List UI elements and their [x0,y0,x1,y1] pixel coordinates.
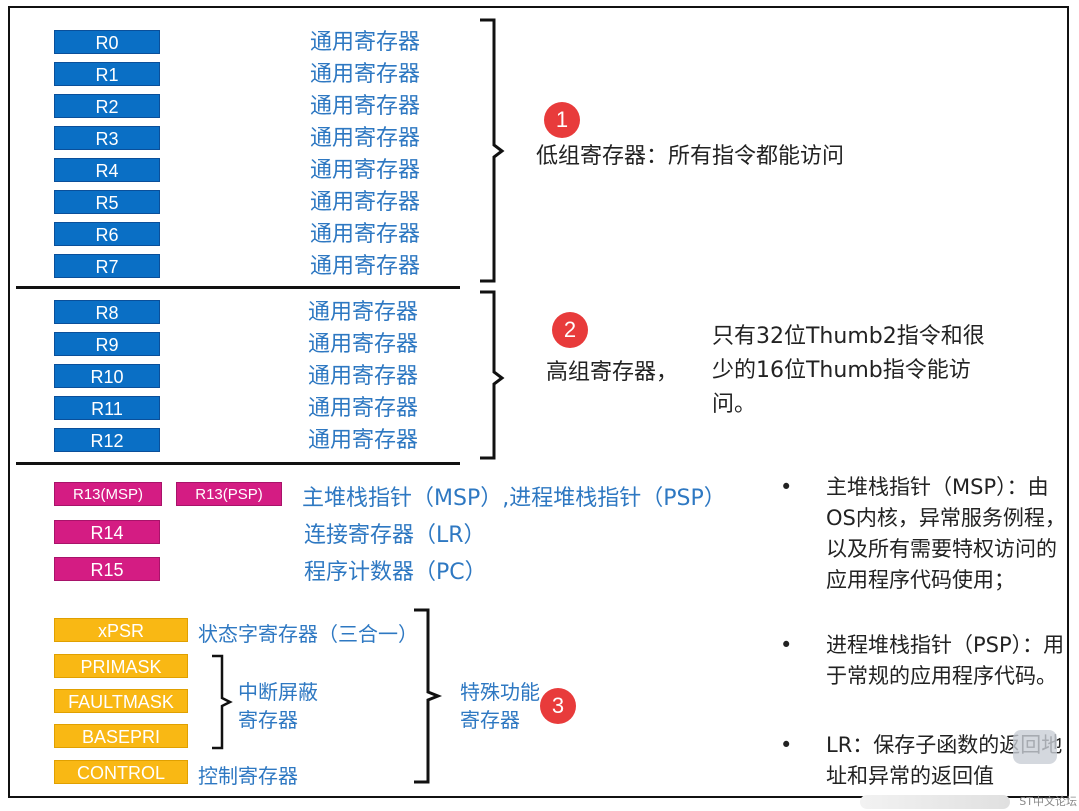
register-box-r0: R0 [54,30,160,54]
bullet-text-msp: 主堆栈指针（MSP）：由OS内核，异常服务例程，以及所有需要特权访问的应用程序代… [826,475,1066,592]
control-box: CONTROL [54,760,188,784]
register-label-r8: 通用寄存器 [308,300,419,325]
register-box-r6: R6 [54,222,160,246]
low-group-bracket [480,18,505,283]
register-box-r8: R8 [54,300,160,324]
register-label-r3: 通用寄存器 [310,126,421,151]
basepri-box: BASEPRI [54,724,188,748]
mask-description-2: 寄存器 [238,708,298,732]
bullet-dot: • [780,733,793,757]
low-group-summary: 低组寄存器：所有指令都能访问 [536,144,845,169]
register-box-r2: R2 [54,94,160,118]
register-label-r6: 通用寄存器 [310,222,421,247]
badge-2: 2 [552,312,588,348]
special-function-label-1: 特殊功能 [460,680,540,704]
register-box-r4: R4 [54,158,160,182]
bullet-dot: • [780,633,793,657]
r15-description: 程序计数器（PC） [304,560,487,585]
register-label-r0: 通用寄存器 [310,30,421,55]
register-box-r1: R1 [54,62,160,86]
badge-1: 1 [544,102,580,138]
bullet-text-psp: 进程堆栈指针（PSP）：用于常规的应用程序代码。 [826,633,1065,688]
badge-3: 3 [540,688,576,724]
high-group-note-2: 少的16位Thumb指令能访 [712,358,971,383]
watermark: ST中文论坛 [1019,795,1077,808]
register-box-r9: R9 [54,332,160,356]
special-bracket [414,608,443,784]
xpsr-box: xPSR [54,618,188,642]
divider-2 [16,462,460,465]
register-label-r12: 通用寄存器 [308,428,419,453]
mask-description-1: 中断屏蔽 [238,680,318,704]
divider-1 [16,286,460,289]
r14-box: R14 [54,520,160,544]
register-label-r2: 通用寄存器 [310,94,421,119]
register-label-r11: 通用寄存器 [308,396,419,421]
register-label-r7: 通用寄存器 [310,254,421,279]
blurred-caption [860,795,1010,809]
register-box-r12: R12 [54,428,160,452]
control-description: 控制寄存器 [198,764,298,788]
register-box-r3: R3 [54,126,160,150]
xpsr-description: 状态字寄存器（三合一） [198,622,418,646]
mask-bracket [212,654,233,750]
register-box-r11: R11 [54,396,160,420]
bullet-dot: • [780,475,793,499]
high-group-note-3: 问。 [712,392,757,417]
r13-psp-box: R13(PSP) [176,482,282,506]
chat-bubble-icon [1013,730,1057,764]
primask-box: PRIMASK [54,654,188,678]
sp-description: 主堆栈指针（MSP）,进程堆栈指针（PSP） [302,486,726,511]
register-box-r10: R10 [54,364,160,388]
r13-msp-box: R13(MSP) [54,482,162,506]
register-label-r9: 通用寄存器 [308,332,419,357]
high-group-bracket [480,290,505,460]
high-group-summary: 高组寄存器， [546,360,679,385]
register-label-r5: 通用寄存器 [310,190,421,215]
register-label-r10: 通用寄存器 [308,364,419,389]
register-label-r1: 通用寄存器 [310,62,421,87]
register-label-r4: 通用寄存器 [310,158,421,183]
r14-description: 连接寄存器（LR） [304,523,486,548]
register-box-r5: R5 [54,190,160,214]
faultmask-box: FAULTMASK [54,689,188,713]
special-function-label-2: 寄存器 [460,708,520,732]
high-group-note-1: 只有32位Thumb2指令和很 [712,324,985,349]
register-box-r7: R7 [54,254,160,278]
r15-box: R15 [54,557,160,581]
